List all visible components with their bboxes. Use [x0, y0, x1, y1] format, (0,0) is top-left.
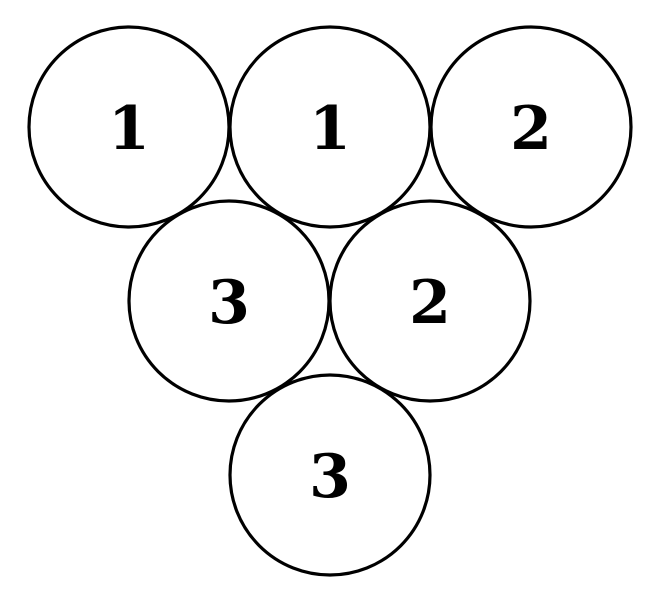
circle-node: 2 — [429, 25, 633, 229]
circle-label: 3 — [309, 442, 351, 512]
circle-node: 1 — [27, 25, 231, 229]
circle-node: 3 — [228, 373, 432, 577]
circle-outline — [328, 199, 532, 403]
circle-outline — [228, 373, 432, 577]
circle-node: 1 — [228, 25, 432, 229]
circle-label: 2 — [409, 268, 451, 338]
circle-label: 1 — [309, 94, 351, 164]
circle-node: 2 — [328, 199, 532, 403]
circle-node: 3 — [127, 199, 331, 403]
circle-outline — [429, 25, 633, 229]
circle-label: 1 — [108, 94, 150, 164]
circle-label: 3 — [208, 268, 250, 338]
circle-label: 2 — [510, 94, 552, 164]
